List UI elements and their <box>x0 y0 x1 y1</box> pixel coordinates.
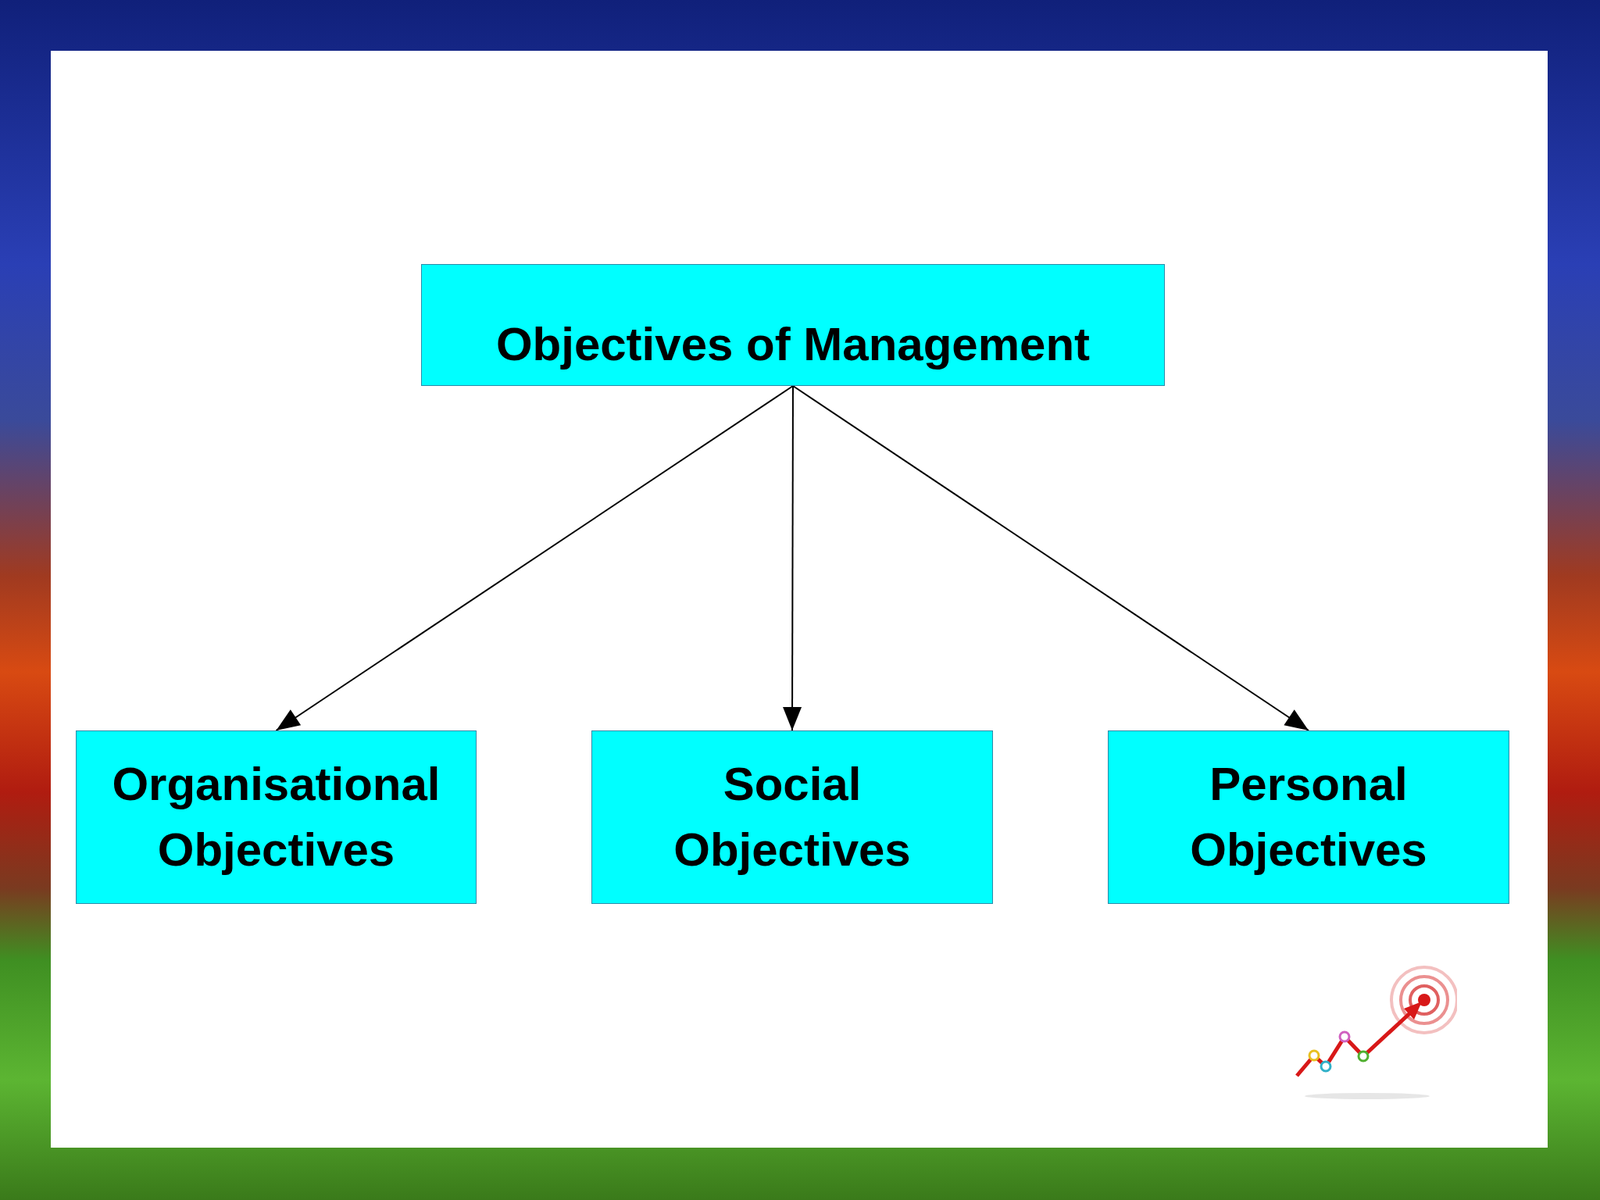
arrow-head <box>1283 709 1309 731</box>
connector-line <box>792 385 1309 731</box>
connector-arrow <box>276 385 794 731</box>
node-label: Personal Objectives <box>1124 751 1493 883</box>
node-label: Organisational Objectives <box>92 751 461 883</box>
node-label: Objectives of Management <box>496 311 1090 378</box>
arrow-head <box>782 707 802 731</box>
connector-line <box>792 385 793 731</box>
node-label: Social Objectives <box>607 751 977 883</box>
arrow-head <box>276 709 302 731</box>
white-panel <box>50 50 1548 1148</box>
objective-box: Social Objectives <box>591 730 993 904</box>
objective-box: Organisational Objectives <box>75 730 477 904</box>
connector-arrow <box>792 385 1309 731</box>
objective-box: Personal Objectives <box>1107 730 1510 904</box>
connector-line <box>276 385 794 731</box>
connector-arrow <box>782 385 802 731</box>
root-box: Objectives of Management <box>421 264 1165 386</box>
target-logo <box>1292 964 1458 1102</box>
